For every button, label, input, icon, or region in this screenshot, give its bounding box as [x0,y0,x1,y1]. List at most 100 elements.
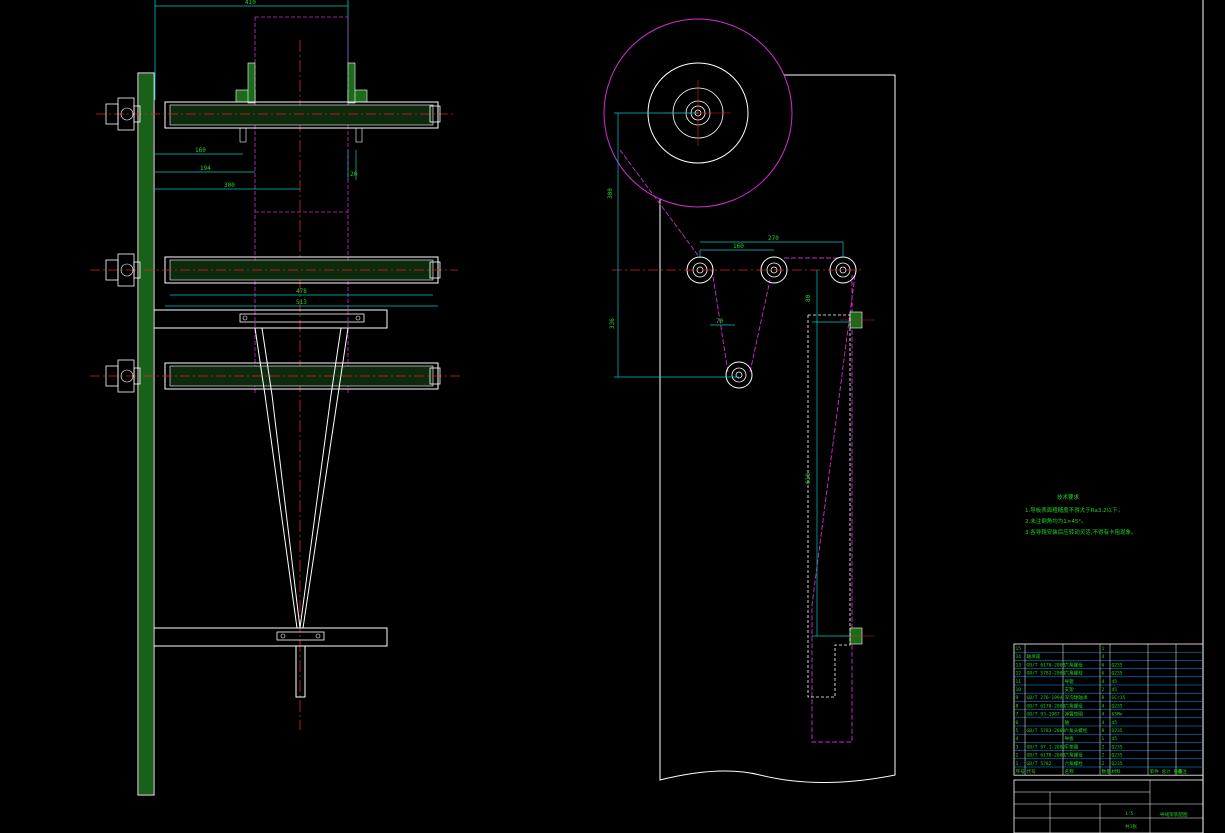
parts-cell-code: GB/T 5783-2000 [1027,728,1066,734]
parts-header-weight: 单件 总计 重量 [1150,768,1184,775]
tech-notes: 技术要求 1.导板表面粗糙度不得大于Ra3.2以下。 2.未注倒角均为1×45°… [1025,493,1137,536]
guide-plate-right [807,311,875,698]
roller-assembly-2 [90,253,458,287]
mounting-plate [137,72,155,796]
parts-cell-no: 15 [1016,646,1022,652]
parts-cell-code: GB/T 6170-2000 [1027,662,1066,668]
dim-right-70-label: 70 [716,318,724,325]
dims-roller-2 [165,294,438,307]
parts-cell-qty: 1 [1102,646,1105,652]
parts-cell-qty: 6 [1102,671,1105,677]
parts-cell-name: 弹簧垫圈 [1065,711,1084,718]
parts-cell-mat: Q235 [1112,744,1123,750]
parts-cell-name: 轴 [1065,719,1070,726]
parts-cell-qty: 8 [1102,728,1105,734]
dim-410-label: 410 [245,0,256,6]
parts-cell-no: 3 [1016,744,1019,750]
parts-cell-qty: 4 [1102,712,1105,718]
parts-cell-name: 六角头螺栓 [1065,727,1088,734]
parts-cell-no: 8 [1016,703,1019,709]
parts-cell-name: 支架 [1065,686,1075,693]
parts-header-name: 名称 [1065,768,1075,775]
parts-cell-no: 4 [1016,736,1019,742]
parts-cell-mat: 45 [1112,736,1118,742]
guide-channel [254,16,349,395]
title-block: 导线架装配图 1:5 共1张 [1013,779,1204,833]
parts-cell-qty: 4 [1102,679,1105,685]
bracket-plate-2 [153,627,388,698]
dims-right-view [614,112,850,637]
parts-cell-no: 5 [1016,728,1019,734]
parts-cell-mat: 45 [1112,687,1118,693]
left-view: 410 [90,0,460,796]
parts-cell-qty: 6 [1102,662,1105,668]
parts-cell-no: 13 [1016,662,1022,668]
parts-cell-name: 六角螺栓 [1065,670,1084,677]
parts-cell-mat: Q235 [1112,671,1123,677]
drawing-scale: 1:5 [1125,811,1134,817]
dim-194-label: 194 [200,165,211,172]
parts-cell-code: GB/T 5782-2000 [1027,671,1066,677]
drawing-name: 导线架装配图 [1160,811,1188,818]
tech-note-1: 1.导板表面粗糙度不得大于Ra3.2以下。 [1025,506,1123,514]
parts-cell-name: 平垫圈 [1065,743,1079,750]
parts-cell-no: 6 [1016,720,1019,726]
parts-cell-name: 六角螺栓 [1065,760,1084,767]
parts-cell-qty: 4 [1102,703,1105,709]
parts-header-remark: 备注 [1178,768,1188,775]
bracket-plate-1 [153,309,388,329]
dim-right-300-label: 300 [607,188,614,199]
parts-cell-qty: 4 [1102,654,1105,660]
parts-cell-mat: Q235 [1112,761,1123,767]
parts-cell-no: 10 [1016,687,1022,693]
dim-right-610-label: 610 [805,473,812,484]
dim-513-label: 513 [296,299,307,306]
parts-cell-mat: 45 [1112,720,1118,726]
parts-cell-code: GB/T 6170-2000 [1027,703,1066,709]
parts-cell-no: 7 [1016,712,1019,718]
dims-roller-1 [155,150,357,190]
parts-cell-code: GB/T 6170-2000 [1027,753,1066,759]
dim-20-label: 20 [350,171,358,178]
parts-cell-no: 1 [1016,761,1019,767]
parts-cell-name: 六角螺母 [1065,702,1084,709]
right-view: 300 336 160 270 70 80 610 [603,18,896,783]
parts-cell-name: 导板 [1065,735,1075,742]
dim-478-label: 478 [296,288,307,295]
dim-160-label: 160 [195,147,206,154]
parts-cell-qty: 2 [1102,753,1105,759]
parts-cell-code: GB/T 97.1-2002 [1027,744,1066,750]
parts-cell-no: 14 [1016,654,1022,660]
parts-cell-qty: 2 [1102,761,1105,767]
tech-note-2: 2.未注倒角均为1×45°。 [1025,517,1087,525]
roller-assembly-1 [96,62,455,143]
parts-cell-mat: Q235 [1112,662,1123,668]
parts-cell-qty: 2 [1102,687,1105,693]
dim-right-336-label: 336 [609,318,616,329]
frame-outline [659,74,896,783]
parts-cell-mat: Q235 [1112,728,1123,734]
parts-header-code: 代号 [1027,768,1037,775]
parts-header-no: 序号 [1016,768,1026,775]
parts-header-qty: 数量 [1102,768,1112,775]
roller-assembly-3 [90,359,460,393]
parts-cell-name: 六角螺母 [1065,752,1084,759]
parts-cell-qty: 8 [1102,695,1105,701]
parts-cell-qty: 4 [1102,720,1105,726]
parts-cell-no: 9 [1016,695,1019,701]
parts-cell-no: 2 [1016,753,1019,759]
parts-cell-mat: 45 [1112,679,1118,685]
dim-right-270-label: 270 [768,235,779,242]
parts-cell-no: 12 [1016,671,1022,677]
drawing-sheet: 共1张 [1125,823,1137,830]
parts-cell-code: GB/T 5782 [1027,761,1052,767]
dim-right-160-label: 160 [733,243,744,250]
parts-cell-mat: Q235 [1112,703,1123,709]
parts-cell-mat: 65Mn [1112,712,1123,718]
parts-cell-name: 导辊 [1065,678,1075,685]
parts-header-mat: 材料 [1112,768,1122,775]
parts-cell-name: 深沟球轴承 [1065,694,1088,701]
tech-note-3: 3.各导辊安装后应转动灵活,不得有卡阻现象。 [1025,528,1137,536]
